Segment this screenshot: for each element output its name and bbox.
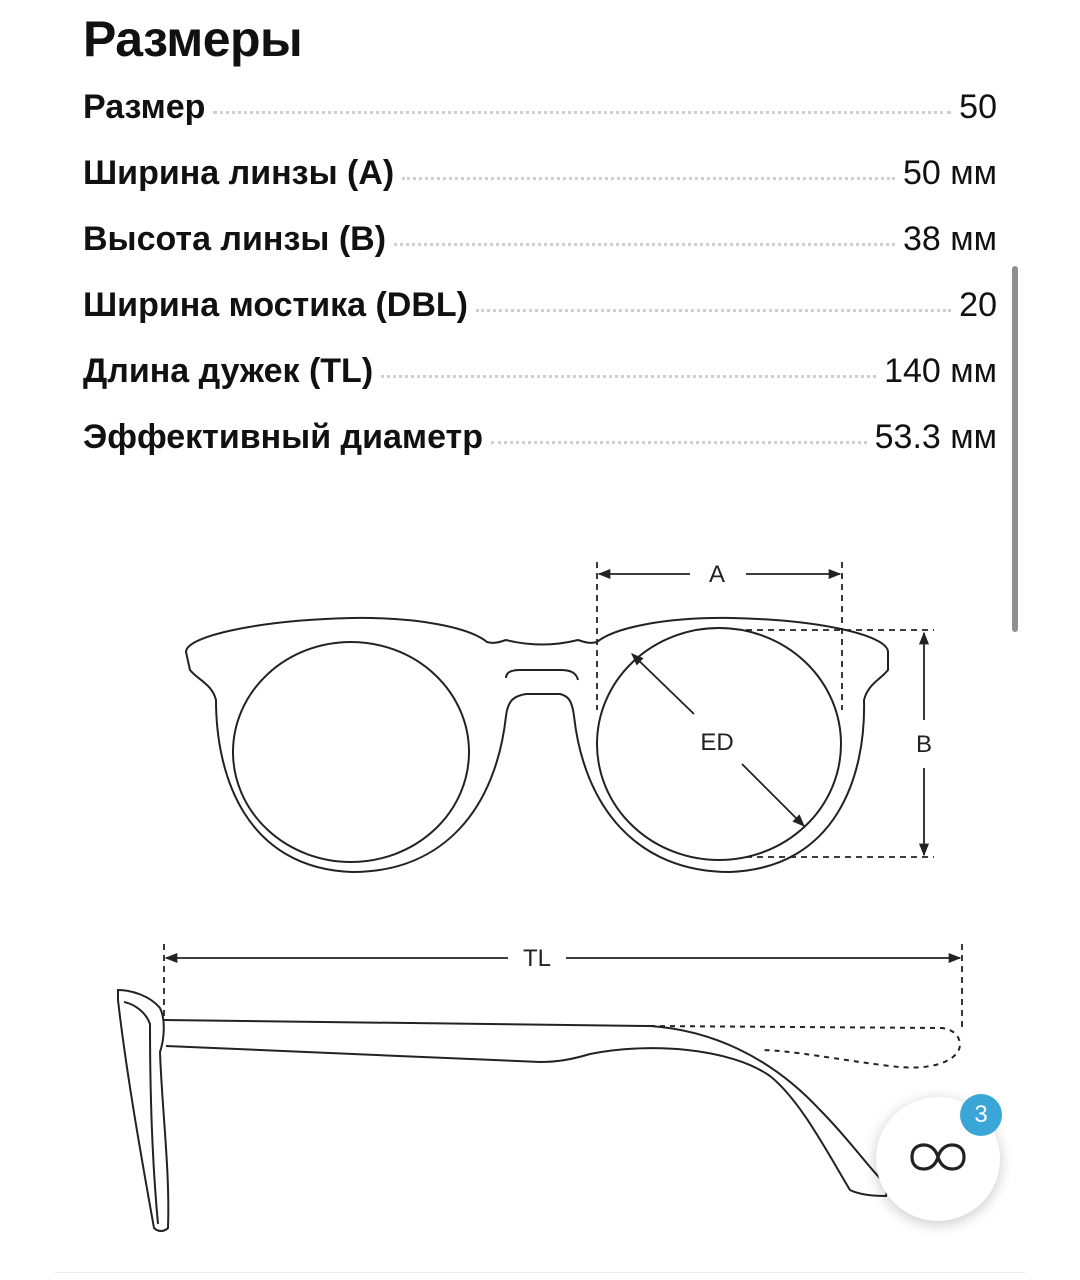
glasses-front-view (184, 616, 889, 874)
side-frame-front (117, 988, 170, 1232)
bridge-cutout (505, 669, 579, 681)
spec-label: Размер (83, 88, 206, 126)
spec-value: 50 (959, 88, 997, 126)
dimension-label-a: A (709, 561, 725, 588)
dimension-a (596, 562, 843, 710)
dimension-ed (631, 653, 805, 827)
spec-value: 50 мм (902, 154, 997, 192)
dotted-leader (402, 177, 895, 180)
dimension-label-tl: TL (523, 945, 551, 972)
dimension-tl (163, 944, 963, 1030)
glasses-outline-icon (909, 1142, 967, 1177)
right-lens (596, 627, 842, 861)
spec-value: 38 мм (902, 220, 997, 258)
divider (55, 1272, 1025, 1273)
dotted-leader (394, 243, 895, 246)
spec-label: Длина дужек (TL) (83, 352, 374, 390)
spec-row-size: Размер 50 (83, 88, 997, 154)
dimension-label-b: B (916, 731, 932, 758)
cart-count-badge: 3 (960, 1094, 1002, 1136)
spec-value: 53.3 мм (874, 418, 997, 456)
spec-value: 20 (959, 286, 997, 324)
dimension-b (746, 629, 934, 858)
scrollbar[interactable] (1012, 266, 1018, 632)
spec-label: Высота линзы (B) (83, 220, 387, 258)
size-specs-list: Размер 50 Ширина линзы (A) 50 мм Высота … (83, 88, 997, 484)
spec-row-temple-length: Длина дужек (TL) 140 мм (83, 352, 997, 418)
spec-label: Ширина мостика (DBL) (83, 286, 469, 324)
temple-arm (163, 1019, 890, 1198)
glasses-side-view (117, 988, 961, 1232)
dotted-leader (381, 375, 877, 378)
spec-row-bridge-width: Ширина мостика (DBL) 20 (83, 286, 997, 352)
temple-tip-dashed (649, 1025, 961, 1069)
spec-row-lens-width: Ширина линзы (A) 50 мм (83, 154, 997, 220)
side-lens-edge (123, 1001, 159, 1225)
dotted-leader (490, 441, 867, 444)
left-lens (232, 641, 470, 863)
spec-label: Эффективный диаметр (83, 418, 483, 456)
dimension-label-ed: ED (700, 729, 733, 756)
page-title: Размеры (83, 11, 303, 67)
spec-row-lens-height: Высота линзы (B) 38 мм (83, 220, 997, 286)
spec-row-effective-diameter: Эффективный диаметр 53.3 мм (83, 418, 997, 484)
frame-outline (184, 616, 889, 874)
spec-value: 140 мм (884, 352, 997, 390)
dotted-leader (476, 309, 952, 312)
dotted-leader (213, 111, 952, 114)
spec-label: Ширина линзы (A) (83, 154, 395, 192)
